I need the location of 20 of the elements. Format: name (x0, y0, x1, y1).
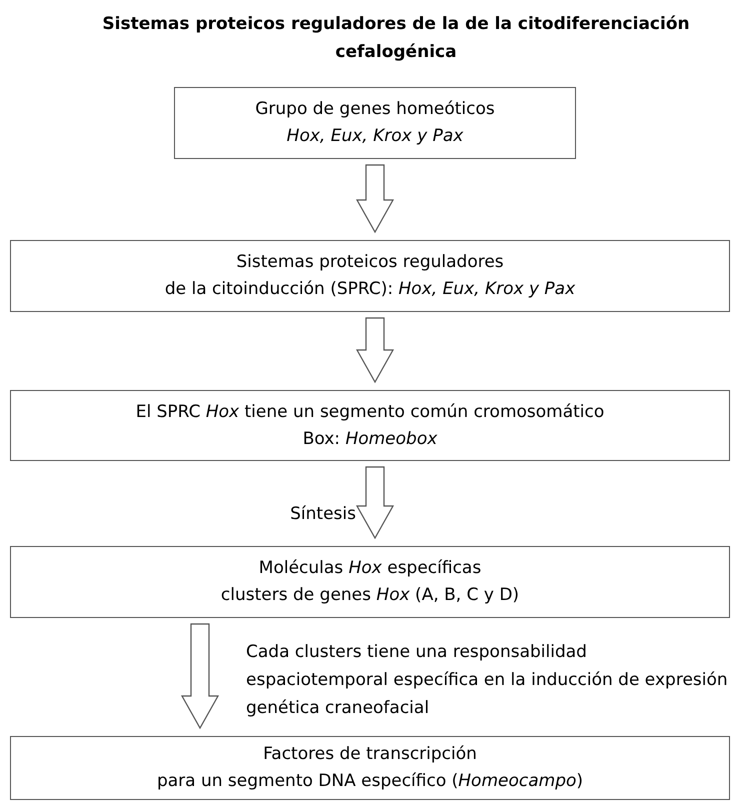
block-arrow (356, 466, 394, 540)
block-arrow (356, 164, 394, 234)
block-arrow (356, 317, 394, 384)
process-box (10, 390, 730, 461)
diagram-title: Sistemas proteicos reguladores de la de la citodiferenciación cefalogénica (101, 13, 691, 64)
box-text: clusters de genes Hox (A, B, C y D) (220, 584, 520, 607)
box-text: Sistemas proteicos reguladores (236, 251, 504, 274)
process-box (174, 87, 576, 159)
process-box (10, 240, 730, 312)
box-text: El SPRC Hox tiene un segmento común cromosomático (136, 400, 604, 424)
box-text: Moléculas Hox específicas (258, 557, 482, 580)
box-text: de la citoinducción (SPRC): Hox, Eux, Krox y Pax (164, 278, 576, 301)
box-text: Grupo de genes homeóticos (255, 98, 495, 121)
process-box (10, 736, 730, 800)
box-text: Box: Homeobox (302, 428, 438, 450)
box-text: Factores de transcripción (263, 743, 477, 766)
process-box (10, 546, 730, 618)
box-text: para un segmento DNA específico (Homeocampo) (156, 770, 584, 793)
block-arrow (180, 623, 220, 730)
box-text: Hox, Eux, Krox y Pax (286, 125, 464, 148)
